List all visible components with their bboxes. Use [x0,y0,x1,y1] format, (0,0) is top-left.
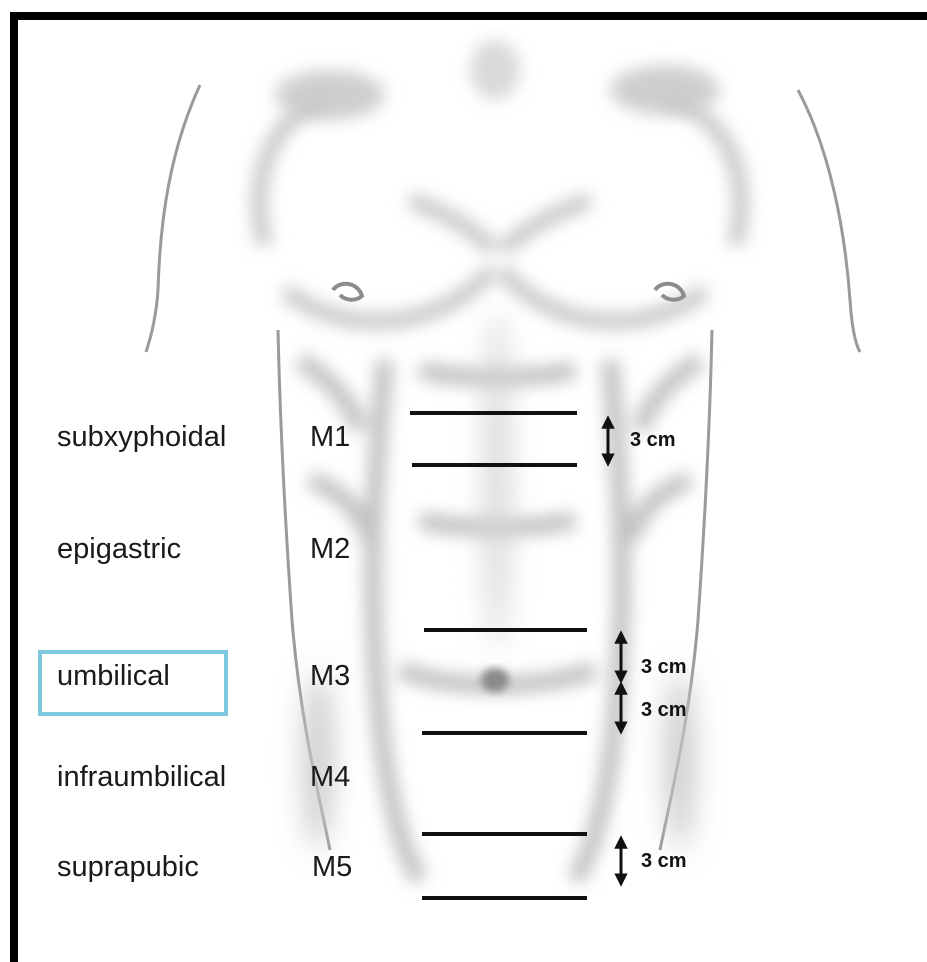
region-label-epigastric: epigastric [57,535,181,564]
region-label-umbilical: umbilical [57,662,170,691]
segment-label-m5: M5 [312,853,352,882]
segment-label-m1: M1 [310,423,350,452]
umbilicus [481,668,509,692]
dimension-label-m3-lower: 3 cm [641,700,687,720]
region-label-suprapubic: suprapubic [57,853,199,882]
segment-label-m3: M3 [310,662,350,691]
segment-label-m2: M2 [310,535,350,564]
region-label-infraumbilical: infraumbilical [57,763,226,792]
dimension-label-m3-upper: 3 cm [641,657,687,677]
segment-label-m4: M4 [310,763,350,792]
dimension-label-m5: 3 cm [641,851,687,871]
region-label-subxyphoidal: subxyphoidal [57,423,226,452]
chest-shading [259,100,740,321]
flank-shading [304,310,694,850]
neck-shading [275,40,720,120]
dimension-label-m1: 3 cm [630,430,676,450]
